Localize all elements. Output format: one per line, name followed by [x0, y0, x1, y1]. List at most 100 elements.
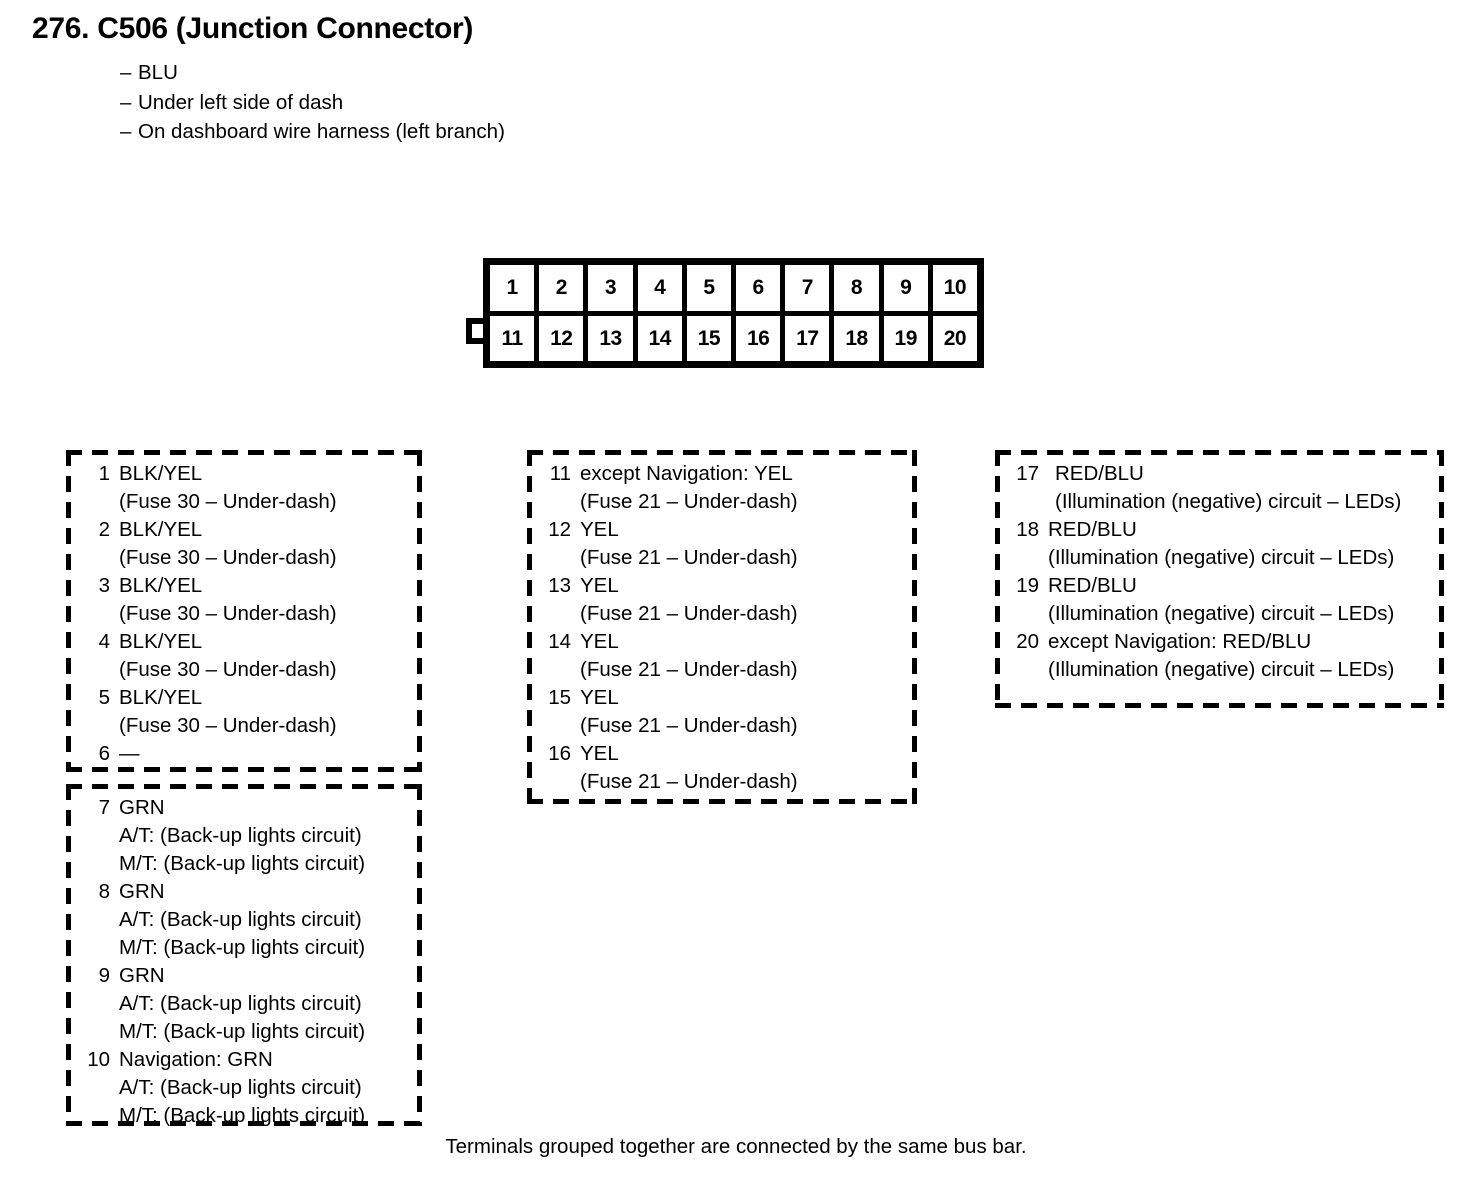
- terminal-circuit-note: A/T: (Back-up lights circuit): [119, 1076, 362, 1099]
- terminal-text-block: BLK/YEL(Fuse 30 – Under-dash): [110, 516, 412, 572]
- terminal-entry: 18 RED/BLU (Illumination (negative) circui…: [1005, 516, 1434, 572]
- page-title: 276. C506 (Junction Connector): [32, 12, 474, 45]
- terminal-number: 10: [87, 1048, 110, 1071]
- terminal-number: 9: [98, 964, 110, 987]
- pin-cell-20[interactable]: 20: [932, 315, 978, 361]
- terminal-number: 18: [1016, 518, 1039, 541]
- terminal-wire-color: YEL: [580, 742, 619, 765]
- terminal-circuit-note: (Fuse 30 – Under-dash): [119, 490, 337, 513]
- pin-cell-9[interactable]: 9: [883, 265, 928, 311]
- pin-cell-19[interactable]: 19: [883, 315, 928, 361]
- pin-cell-2[interactable]: 2: [539, 265, 584, 311]
- terminal-text-block: BLK/YEL(Fuse 30 – Under-dash): [110, 572, 412, 628]
- terminal-text-block: RED/BLU(Illumination (negative) circuit …: [1039, 572, 1434, 628]
- terminal-wire-color: YEL: [580, 686, 619, 709]
- pin-cell-4[interactable]: 4: [637, 265, 682, 311]
- bus-bar-note: Terminals grouped together are connected…: [445, 1135, 1027, 1158]
- terminal-text-block: Navigation: GRN A/T: (Back-up lights circ…: [110, 1046, 412, 1130]
- terminal-circuit-note: (Illumination (negative) circuit – LEDs): [1055, 490, 1402, 513]
- terminal-number: 16: [548, 742, 571, 765]
- terminal-number: 20: [1016, 630, 1039, 653]
- pin-cell-10[interactable]: 10: [932, 265, 978, 311]
- terminal-text-block: RED/BLU(Illumination (negative) circuit …: [1039, 460, 1434, 516]
- terminal-circuit-note: (Fuse 30 – Under-dash): [119, 714, 337, 737]
- terminal-circuit-note: A/T: (Back-up lights circuit): [119, 908, 362, 931]
- dash-marker: –: [120, 61, 132, 84]
- terminal-number: 19: [1016, 574, 1039, 597]
- terminal-entry: 6—: [76, 740, 412, 768]
- pin-cell-11[interactable]: 11: [490, 315, 535, 361]
- terminal-circuit-note: (Illumination (negative) circuit – LEDs): [1048, 602, 1395, 625]
- terminal-wire-color: Navigation: GRN: [119, 1048, 273, 1071]
- description-line: –Under left side of dash: [120, 88, 1132, 118]
- terminal-circuit-note: (Fuse 21 – Under-dash): [580, 770, 798, 793]
- terminal-number: 4: [98, 630, 110, 653]
- terminal-number: 12: [548, 518, 571, 541]
- pin-cell-5[interactable]: 5: [686, 265, 732, 311]
- terminal-circuit-note: (Illumination (negative) circuit – LEDs): [1048, 546, 1395, 569]
- pin-cell-1[interactable]: 1: [490, 265, 535, 311]
- description-line: –BLU: [120, 58, 1132, 88]
- terminal-wire-color: YEL: [580, 630, 619, 653]
- terminal-circuit-note: (Fuse 21 – Under-dash): [580, 714, 798, 737]
- terminal-wire-color: GRN: [119, 880, 165, 903]
- terminal-text-block: except Navigation: RED/BLU(Illumination …: [1039, 628, 1434, 684]
- pin-cell-17[interactable]: 17: [785, 315, 830, 361]
- terminal-text-block: YEL (Fuse 21 – Under-dash): [571, 516, 907, 572]
- description-text: BLU: [138, 61, 178, 84]
- terminal-wire-color: BLK/YEL: [119, 686, 203, 709]
- pin-cell-3[interactable]: 3: [588, 265, 633, 311]
- pin-cell-13[interactable]: 13: [588, 315, 633, 361]
- pin-cell-16[interactable]: 16: [736, 315, 781, 361]
- dash-marker: –: [120, 120, 132, 143]
- terminal-circuit-note: (Fuse 21 – Under-dash): [580, 490, 798, 513]
- terminal-circuit-note: (Fuse 21 – Under-dash): [580, 546, 798, 569]
- terminal-wire-color: BLK/YEL: [119, 630, 203, 653]
- terminal-number: 13: [548, 574, 571, 597]
- terminal-number: 7: [98, 796, 110, 819]
- terminal-wire-color: RED/BLU: [1048, 518, 1137, 541]
- dash-marker: –: [120, 90, 132, 114]
- terminal-text-block: YEL(Fuse 21 – Under-dash): [571, 628, 907, 684]
- pin-cell-6[interactable]: 6: [736, 265, 781, 311]
- pin-cell-14[interactable]: 14: [637, 315, 682, 361]
- terminal-text-block: BLK/YEL (Fuse 30 – Under-dash): [110, 628, 412, 684]
- terminal-wire-color: YEL: [580, 518, 619, 541]
- description-text: On dashboard wire harness (left branch): [138, 120, 505, 143]
- pin-cell-8[interactable]: 8: [834, 265, 879, 311]
- connector-pinout-diagram: 1 2 3 4 5 6 7 8 9 10 11 12 13 14 15 16 1…: [466, 252, 1011, 374]
- terminal-entry: 4 BLK/YEL (Fuse 30 – Under-dash): [76, 628, 412, 684]
- connector-description-list: –BLU –Under left side of dash –On dashbo…: [32, 58, 1132, 147]
- terminal-entry: 16 YEL (Fuse 21 – Under-dash): [537, 740, 907, 796]
- terminal-circuit-note: (Fuse 30 – Under-dash): [119, 658, 337, 681]
- pin-cell-7[interactable]: 7: [785, 265, 830, 311]
- terminal-wire-color: except Navigation: RED/BLU: [1048, 630, 1312, 653]
- terminal-wire-color: GRN: [119, 796, 165, 819]
- terminal-wire-color: GRN: [119, 964, 165, 987]
- connector-body: 1 2 3 4 5 6 7 8 9 10 11 12 13 14 15 16 1…: [483, 258, 984, 368]
- terminal-circuit-note: A/T: (Back-up lights circuit): [119, 992, 362, 1015]
- terminal-circuit-note: A/T: (Back-up lights circuit): [119, 824, 362, 847]
- terminal-circuit-note: M/T: (Back-up lights circuit): [119, 1020, 366, 1043]
- pin-cell-18[interactable]: 18: [834, 315, 879, 361]
- terminal-number: 1: [98, 462, 110, 485]
- pin-cell-12[interactable]: 12: [539, 315, 584, 361]
- terminal-text-block: YEL (Fuse 21 – Under-dash): [571, 684, 907, 740]
- pin-cell-15[interactable]: 15: [686, 315, 732, 361]
- terminal-wire-color: —: [119, 742, 140, 765]
